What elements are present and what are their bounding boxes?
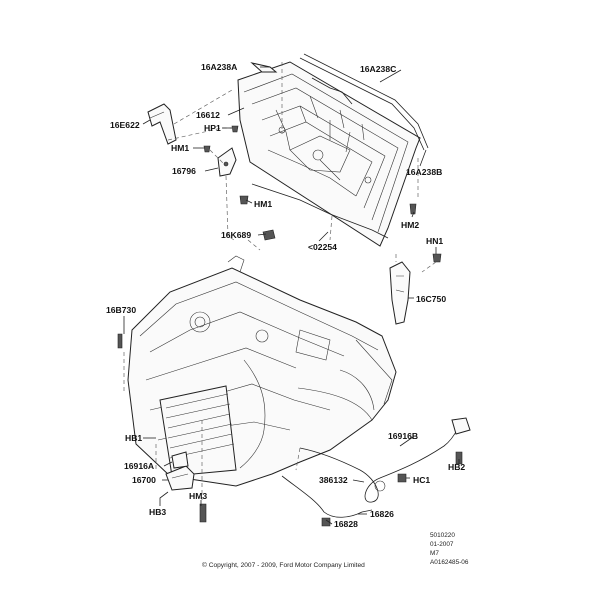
callout-16A238A: 16A238A	[201, 62, 237, 72]
diagram-code: 5010220	[430, 532, 455, 539]
callout-HP1: HP1	[204, 123, 221, 133]
callout-HM1-mid: HM1	[254, 199, 272, 209]
hood-panel	[237, 61, 421, 247]
fasteners	[117, 125, 463, 527]
callout-HB1: HB1	[125, 433, 142, 443]
callout-HM2: HM2	[401, 220, 419, 230]
callout-16916B: 16916B	[388, 431, 418, 441]
callout-16916A: 16916A	[124, 461, 154, 471]
callout-16A238B: 16A238B	[406, 167, 442, 177]
callout-HB3: HB3	[149, 507, 166, 517]
diagram-date: 01-2007	[430, 541, 454, 548]
callout-HB2: HB2	[448, 462, 465, 472]
bracket-16916A	[171, 451, 189, 469]
callout-16K689: 16K689	[221, 230, 251, 240]
callout-02254: <02254	[308, 242, 337, 252]
release-cables	[281, 417, 471, 518]
bracket-16E622	[147, 103, 177, 145]
seal-16A238C	[299, 53, 429, 151]
callout-HC1: HC1	[413, 475, 430, 485]
callout-16826: 16826	[370, 509, 394, 519]
diagram-reference: A0162485-06	[430, 559, 469, 566]
callout-HM3: HM3	[189, 491, 207, 501]
seal-16A238A	[250, 62, 278, 73]
seal-02254	[251, 183, 389, 239]
hinge-16C750	[389, 261, 411, 325]
callout-16828: 16828	[334, 519, 358, 529]
callout-16700: 16700	[132, 475, 156, 485]
hood-hinge-16796	[217, 147, 237, 177]
callout-HN1: HN1	[426, 236, 443, 246]
callout-16E622: 16E622	[110, 120, 140, 130]
copyright-notice: © Copyright, 2007 - 2009, Ford Motor Com…	[202, 561, 365, 569]
callout-16C750: 16C750	[416, 294, 446, 304]
callout-16B730: 16B730	[106, 305, 136, 315]
callout-386132: 386132	[319, 475, 348, 485]
diagram-model: M7	[430, 550, 439, 557]
callout-16612: 16612	[196, 110, 220, 120]
callout-16A238C: 16A238C	[360, 64, 396, 74]
vehicle-front-structure	[127, 255, 397, 487]
callout-16796: 16796	[172, 166, 196, 176]
latch-16700	[165, 465, 195, 491]
callout-HM1-top: HM1	[171, 143, 189, 153]
callout-leaders	[123, 66, 460, 525]
